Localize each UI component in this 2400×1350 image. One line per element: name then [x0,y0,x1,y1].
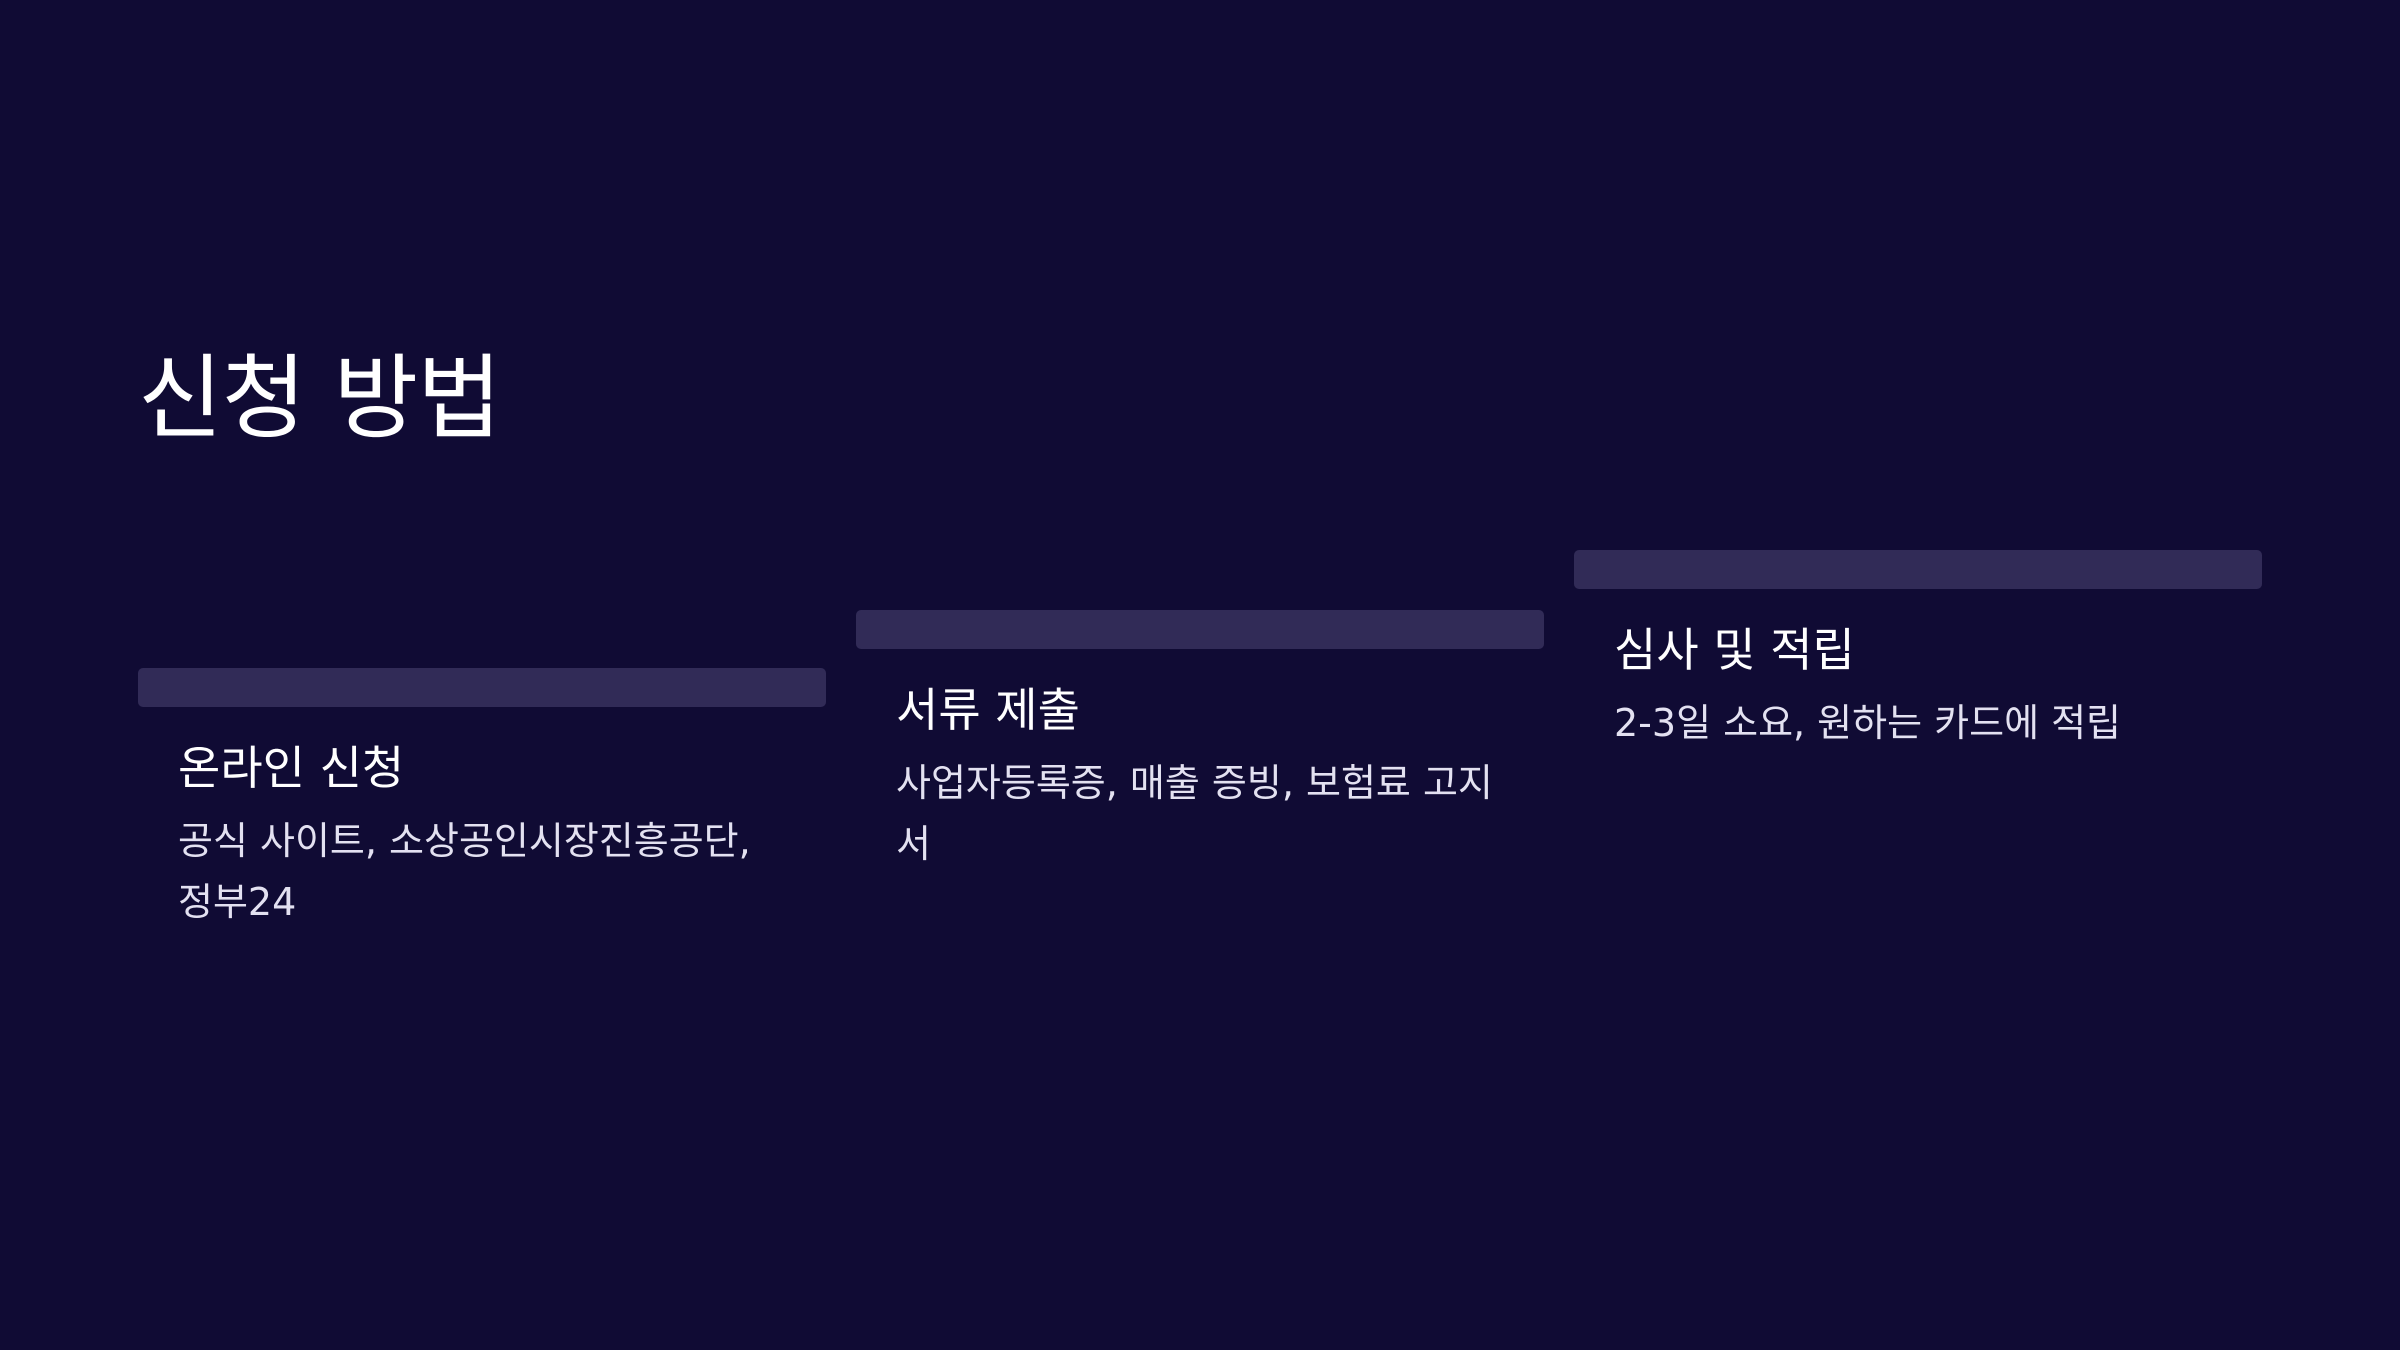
step-body: 온라인 신청 공식 사이트, 소상공인시장진흥공단, 정부24 [138,739,826,932]
step-card-document-submission: 서류 제출 사업자등록증, 매출 증빙, 보험료 고지서 [856,610,1544,874]
step-title: 심사 및 적립 [1614,623,1855,677]
step-body: 서류 제출 사업자등록증, 매출 증빙, 보험료 고지서 [856,681,1544,874]
step-bar [1574,550,2262,589]
step-card-review-and-credit: 심사 및 적립 2-3일 소요, 원하는 카드에 적립 [1574,550,2262,754]
step-body: 심사 및 적립 2-3일 소요, 원하는 카드에 적립 [1574,621,2262,754]
step-description: 사업자등록증, 매출 증빙, 보험료 고지서 [896,760,1493,866]
page-title: 신청 방법 [138,345,502,452]
step-title: 서류 제출 [896,683,1080,737]
step-description: 2-3일 소요, 원하는 카드에 적립 [1614,700,2122,745]
step-title: 온라인 신청 [178,741,405,795]
step-card-online-application: 온라인 신청 공식 사이트, 소상공인시장진흥공단, 정부24 [138,668,826,932]
step-bar [856,610,1544,649]
step-bar [138,668,826,707]
step-description: 공식 사이트, 소상공인시장진흥공단, 정부24 [178,818,751,924]
